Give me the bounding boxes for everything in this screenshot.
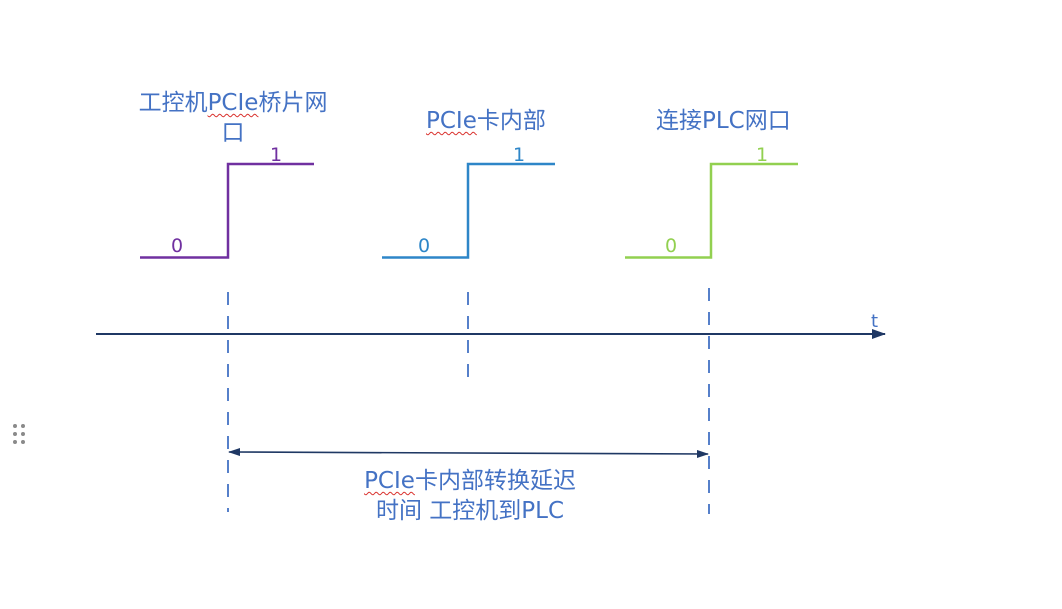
signal-3-high-label: 1	[756, 144, 769, 166]
delay-label: PCIe卡内部转换延迟 时间 工控机到PLC	[340, 466, 600, 526]
signal-2-low-label: 0	[418, 235, 431, 257]
delay-label-pcie: PCIe	[364, 468, 415, 494]
signal-1-waveform	[140, 162, 314, 259]
signal-1-title-post: 桥片网	[258, 90, 328, 116]
signal-1-title-pre: 工控机	[138, 90, 208, 116]
delay-label-line2: 时间 工控机到PLC	[375, 498, 565, 524]
signal-2-waveform	[382, 162, 555, 259]
drag-handle-icon[interactable]	[13, 424, 27, 446]
signal-2-high-label: 1	[513, 144, 526, 166]
signal-1-title-pcie: PCIe	[207, 90, 259, 116]
signal-1-high-label: 1	[270, 144, 283, 166]
signal-3-low-label: 0	[665, 235, 678, 257]
signal-3-waveform	[625, 162, 798, 259]
signal-3-title: 连接PLC网口	[656, 106, 791, 136]
signal-3-title-text: 连接PLC网口	[656, 108, 791, 134]
signal-2-title: PCIe卡内部	[426, 106, 546, 136]
signal-1-title-line2: 口	[221, 120, 245, 146]
delay-label-line1: 卡内部转换延迟	[414, 468, 576, 494]
signal-1-low-label: 0	[171, 235, 184, 257]
signal-2-title-post: 卡内部	[476, 108, 546, 134]
delay-arrow	[228, 448, 709, 458]
time-axis-label: t	[871, 311, 879, 332]
signal-2-title-pcie: PCIe	[426, 108, 477, 134]
signal-1-title: 工控机PCIe桥片网 口	[122, 88, 344, 148]
